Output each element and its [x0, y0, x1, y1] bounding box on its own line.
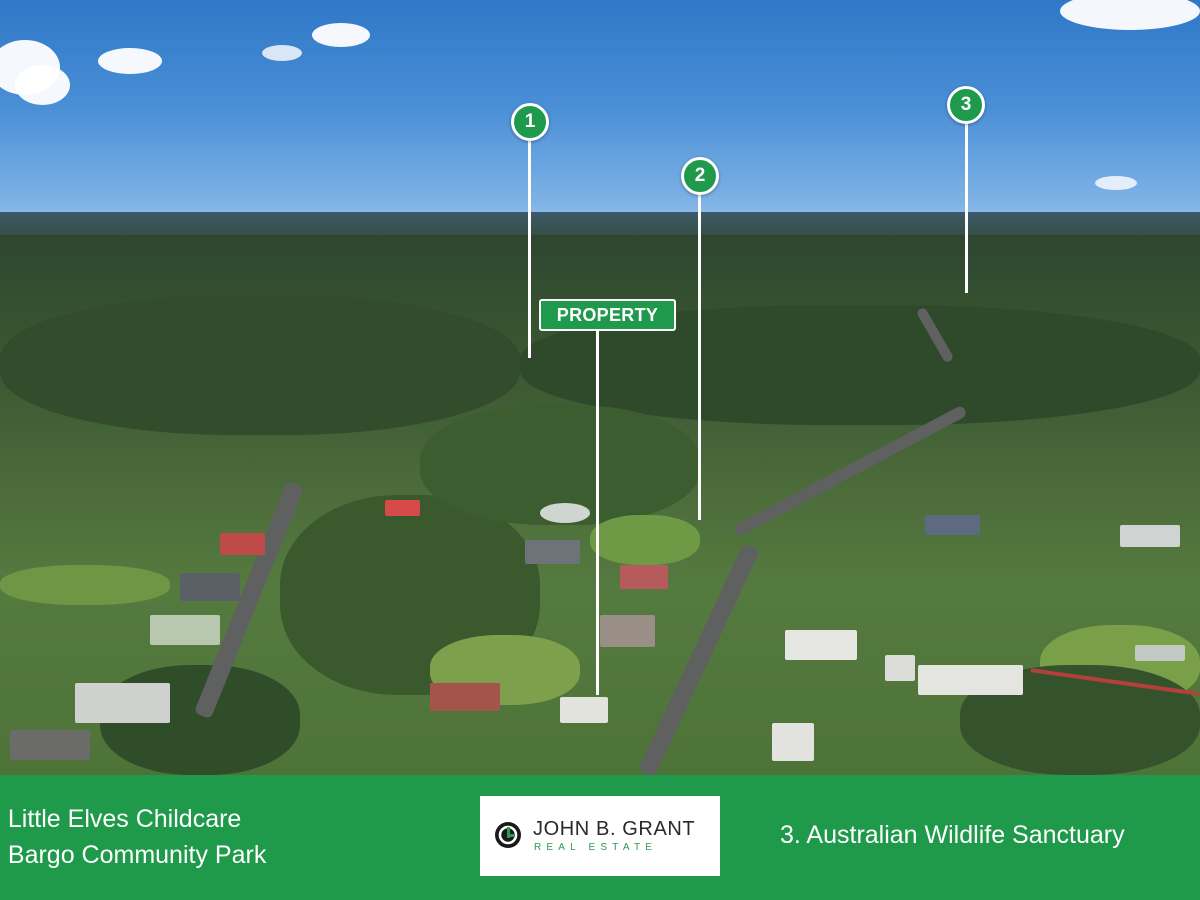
- house-roof: [600, 615, 655, 647]
- marker-1-pin: 1: [511, 103, 549, 141]
- property-label: PROPERTY: [539, 299, 676, 331]
- property-line: [596, 330, 599, 695]
- house-roof: [430, 683, 500, 711]
- logo-name: JOHN B. GRANT: [533, 818, 696, 840]
- cloud: [312, 23, 370, 47]
- house-roof: [10, 730, 90, 760]
- legend-band: . Little Elves Childcare . Bargo Communi…: [0, 775, 1200, 900]
- house-roof: [620, 565, 668, 589]
- legend-item-3: 3. Australian Wildlife Sanctuary: [780, 821, 1125, 849]
- sky: [0, 0, 1200, 240]
- house-roof: [150, 615, 220, 645]
- house-roof: [180, 573, 240, 601]
- tree-canopy: [0, 295, 520, 435]
- house-roof: [75, 683, 170, 723]
- house-roof: [1135, 645, 1185, 661]
- cloud: [1095, 176, 1137, 190]
- house-roof: [885, 655, 915, 681]
- house-roof: [772, 723, 814, 761]
- cloud: [15, 65, 70, 105]
- house-roof: [220, 533, 265, 555]
- marker-2-number: 2: [694, 165, 706, 186]
- house-roof: [1120, 525, 1180, 547]
- marker-3-line: [965, 123, 968, 293]
- house-roof: [925, 515, 980, 535]
- suburb-landscape: [0, 235, 1200, 775]
- marker-1-line: [528, 140, 531, 358]
- house-roof: [525, 540, 580, 564]
- marker-1-number: 1: [524, 111, 536, 132]
- house-roof: [785, 630, 857, 660]
- house-roof: [385, 500, 420, 516]
- jbg-logo-icon: [495, 822, 521, 848]
- logo-subtitle: REAL ESTATE: [534, 842, 658, 853]
- marker-3-number: 3: [960, 94, 972, 115]
- agency-logo: JOHN B. GRANT REAL ESTATE: [480, 796, 720, 876]
- cloud: [1060, 0, 1200, 30]
- pool-tank: [540, 503, 590, 523]
- lawn: [590, 515, 700, 565]
- house-roof: [560, 697, 608, 723]
- legend-item-1: . Little Elves Childcare: [0, 805, 242, 833]
- legend-item-2: . Bargo Community Park: [0, 841, 267, 869]
- marker-2-line: [698, 194, 701, 520]
- marker-3-pin: 3: [947, 86, 985, 124]
- lawn: [0, 565, 170, 605]
- cloud: [262, 45, 302, 61]
- cloud: [98, 48, 162, 74]
- marker-2-pin: 2: [681, 157, 719, 195]
- house-roof: [918, 665, 1023, 695]
- aerial-photo: [0, 0, 1200, 775]
